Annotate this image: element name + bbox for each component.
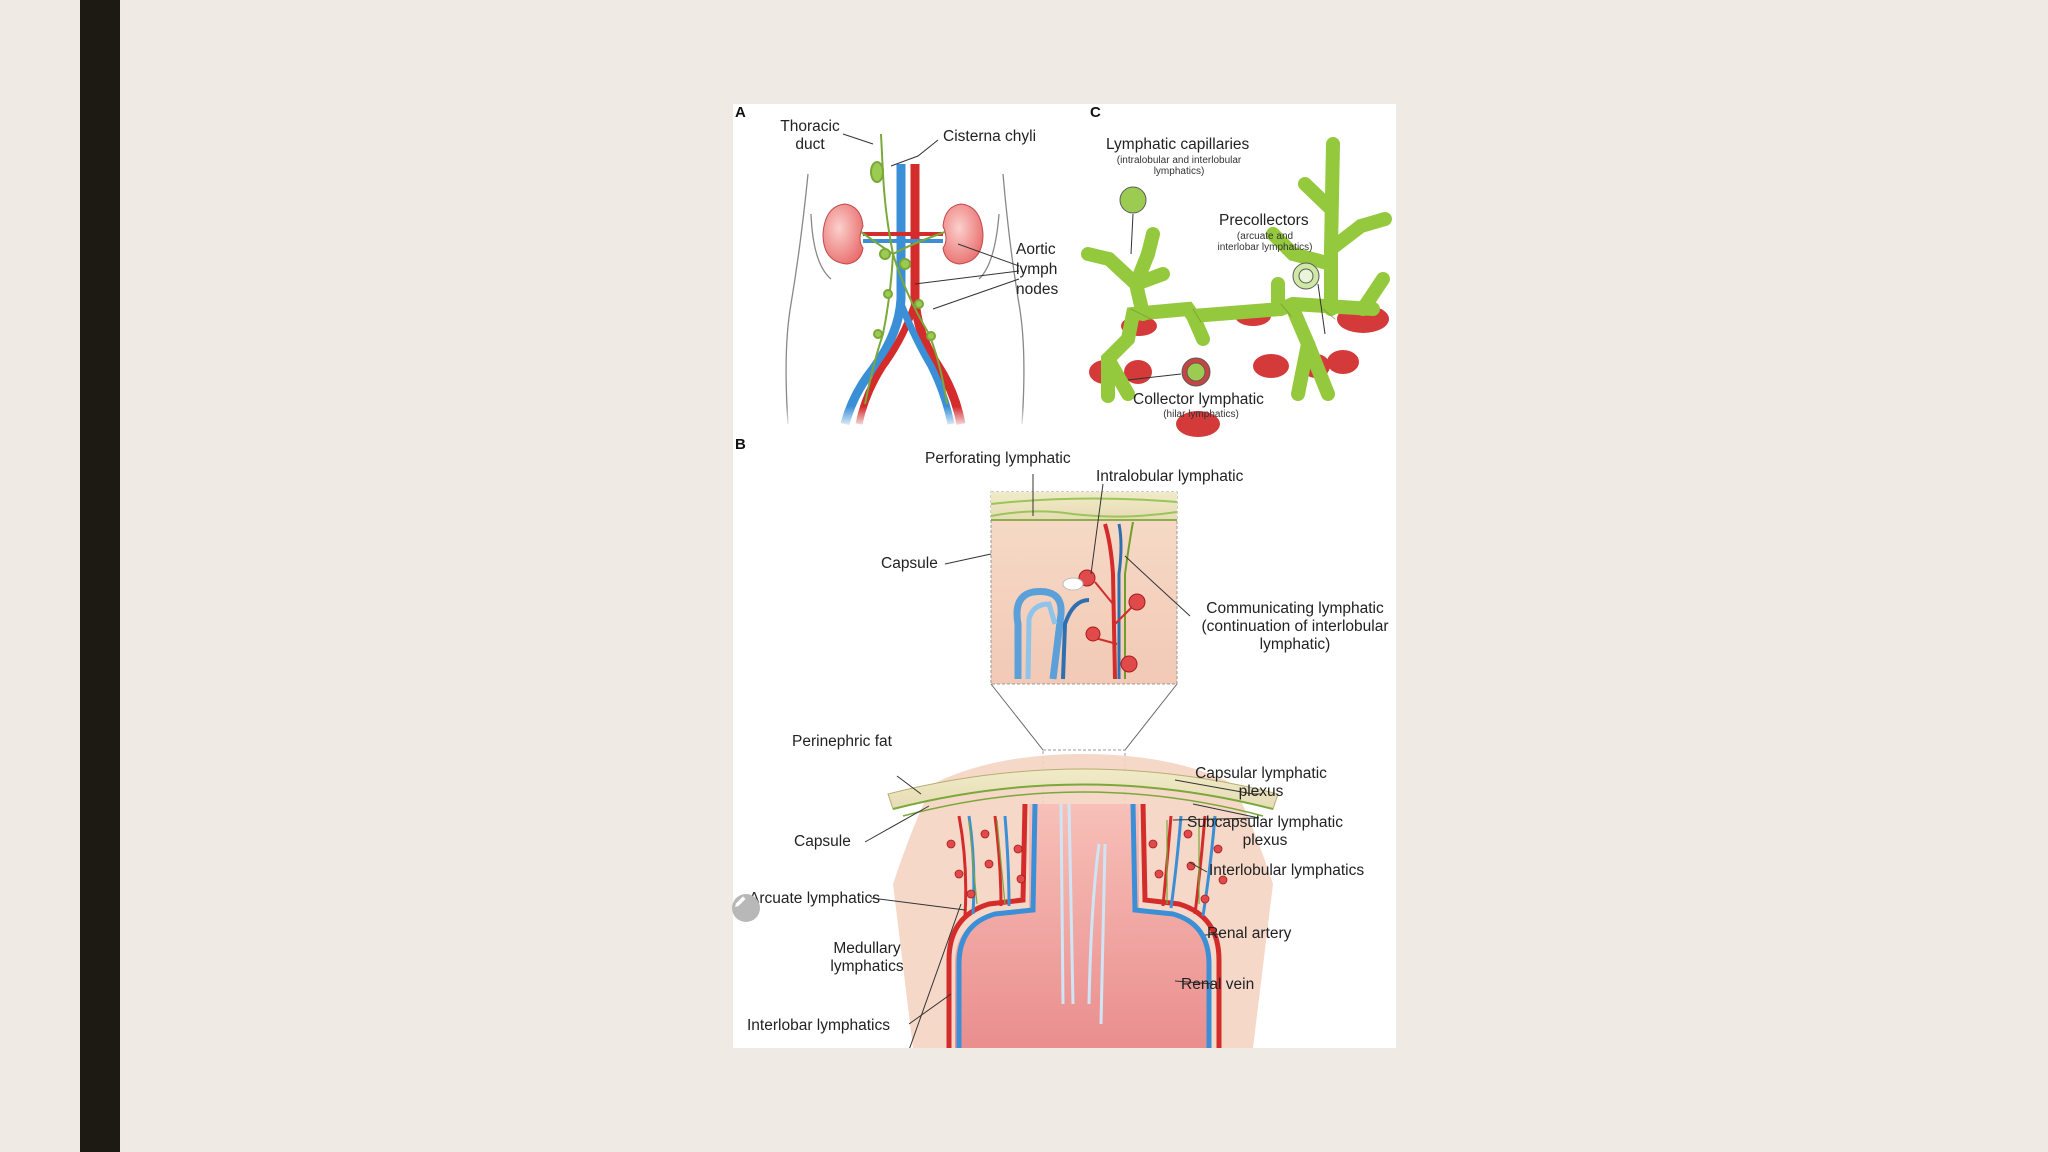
- label-capsular-lymphatic-plexus: Capsular lymphatic plexus: [1186, 765, 1336, 801]
- panel-b-inset: [990, 491, 1178, 851]
- label-perforating-lymphatic: Perforating lymphatic: [925, 450, 1071, 467]
- pencil-icon: [735, 896, 746, 907]
- label-communicating-lymphatic: Communicating lymphatic (continuation of…: [1193, 600, 1397, 654]
- label-precollectors: Precollectors: [1219, 212, 1309, 229]
- label-capillaries-sub-line2: lymphatics): [1153, 166, 1205, 177]
- label-thoracic-duct: Thoracic duct: [775, 118, 845, 154]
- panel-b-kidney-section: [887, 754, 1279, 1048]
- label-precollectors-sub-line2: interlobar lymphatics): [1217, 242, 1313, 253]
- label-renal-artery: Renal artery: [1207, 925, 1292, 942]
- label-precollectors-sub-line1: (arcuate and: [1236, 231, 1294, 242]
- label-communicating-line3: lymphatic): [1259, 636, 1331, 653]
- label-aortic-line3: nodes: [1016, 281, 1059, 298]
- label-capillaries-sub-line1: (intralobular and interlobular: [1116, 155, 1242, 166]
- panel-b-inset-leaders: [944, 474, 1191, 617]
- label-intralobular-lymphatic: Intralobular lymphatic: [1096, 468, 1244, 485]
- label-interlobular-lymphatics: Interlobular lymphatics: [1209, 862, 1365, 879]
- panel-a-fade: [773, 354, 1043, 429]
- panel-c-leaders: [1127, 213, 1326, 381]
- label-capsule-top: Capsule: [881, 555, 938, 572]
- label-subcapsular-line1: Subcapsular lymphatic: [1187, 814, 1343, 831]
- label-collector-lymphatic-sub: (hilar lymphatics): [1163, 409, 1239, 420]
- panel-a-kidney-left: [822, 203, 864, 265]
- label-interlobar-lymphatics: Interlobar lymphatics: [747, 1017, 891, 1034]
- label-subcapsular-line2: plexus: [1242, 832, 1288, 849]
- label-aortic-lymph-nodes: Aortic lymph nodes: [1016, 240, 1058, 300]
- panel-b-lower-leaders: [864, 775, 1261, 1048]
- label-aortic-line1: Aortic: [1016, 241, 1056, 258]
- panel-a-leaders: [842, 133, 1020, 310]
- label-communicating-line1: Communicating lymphatic: [1206, 600, 1384, 617]
- label-aortic-line2: lymph: [1016, 261, 1058, 278]
- label-lymphatic-capillaries: Lymphatic capillaries: [1106, 136, 1250, 153]
- label-medullary-line1: Medullary: [833, 940, 901, 957]
- label-renal-vein: Renal vein: [1181, 976, 1255, 993]
- panel-b-letter: B: [735, 436, 746, 453]
- panel-a-kidney-right: [942, 203, 984, 265]
- sidebar-accent-bar: [80, 0, 120, 1152]
- kidney-lymphatics-figure: A C B Thoracic duct Cisterna chyli Aorti…: [732, 104, 1397, 1048]
- figure-artwork: [773, 133, 1392, 1048]
- label-cisterna-chyli: Cisterna chyli: [943, 128, 1037, 145]
- label-precollectors-sub: (arcuate and interlobar lymphatics): [1203, 231, 1327, 253]
- label-medullary-line2: lymphatics: [830, 958, 904, 975]
- label-capsule-bottom: Capsule: [794, 833, 851, 850]
- label-medullary-lymphatics: Medullary lymphatics: [819, 940, 915, 976]
- label-thoracic-duct-line2: duct: [795, 136, 825, 153]
- label-subcapsular-lymphatic-plexus: Subcapsular lymphatic plexus: [1180, 814, 1350, 850]
- panel-a-letter: A: [735, 104, 746, 121]
- label-lymphatic-capillaries-sub: (intralobular and interlobular lymphatic…: [1103, 155, 1255, 177]
- label-capsular-line2: plexus: [1238, 783, 1284, 800]
- label-communicating-line2: (continuation of interlobular: [1201, 618, 1389, 635]
- panel-c-lymphatic-network: [1081, 137, 1392, 437]
- label-perinephric-fat: Perinephric fat: [792, 733, 892, 750]
- label-capsular-line1: Capsular lymphatic: [1195, 765, 1327, 782]
- panel-c-letter: C: [1090, 104, 1101, 121]
- label-arcuate-lymphatics: Arcuate lymphatics: [749, 890, 880, 907]
- label-collector-lymphatic: Collector lymphatic: [1133, 391, 1264, 408]
- edit-button[interactable]: [732, 894, 760, 922]
- label-thoracic-duct-line1: Thoracic: [780, 118, 840, 135]
